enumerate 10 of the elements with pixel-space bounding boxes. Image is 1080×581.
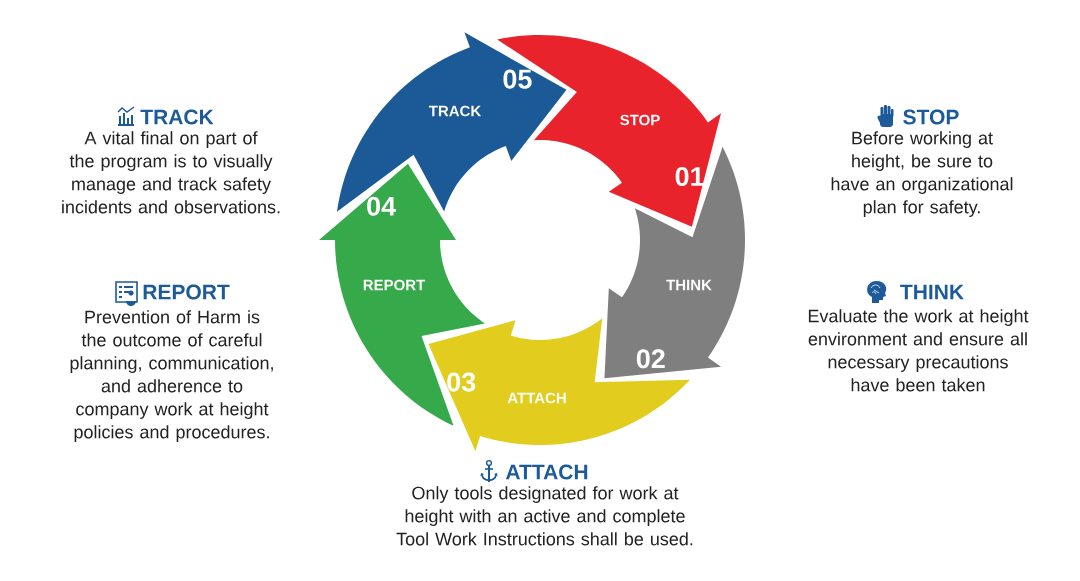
heading: TRACK [140,109,214,125]
description: Evaluate the work at height environment and ensure all necessary precautions have been taken [808,309,1029,392]
description: A vital final on part of the program is to visually manage and track safety incidents and observations. [62,131,280,214]
description: Only tools designated for work at height with an active and complete Tool Work Instructions shall be used. [396,486,693,546]
heading: REPORT [143,284,230,300]
description: Prevention of Harm is the outcome of careful planning, communication, and adherence to company work at height policies and procedures. [70,310,273,442]
description: Before working at height, be sure to have an organizational plan for safety. [831,131,1013,217]
heading: THINK [900,284,964,300]
heading: ATTACH [505,464,588,480]
heading: STOP [903,109,959,125]
